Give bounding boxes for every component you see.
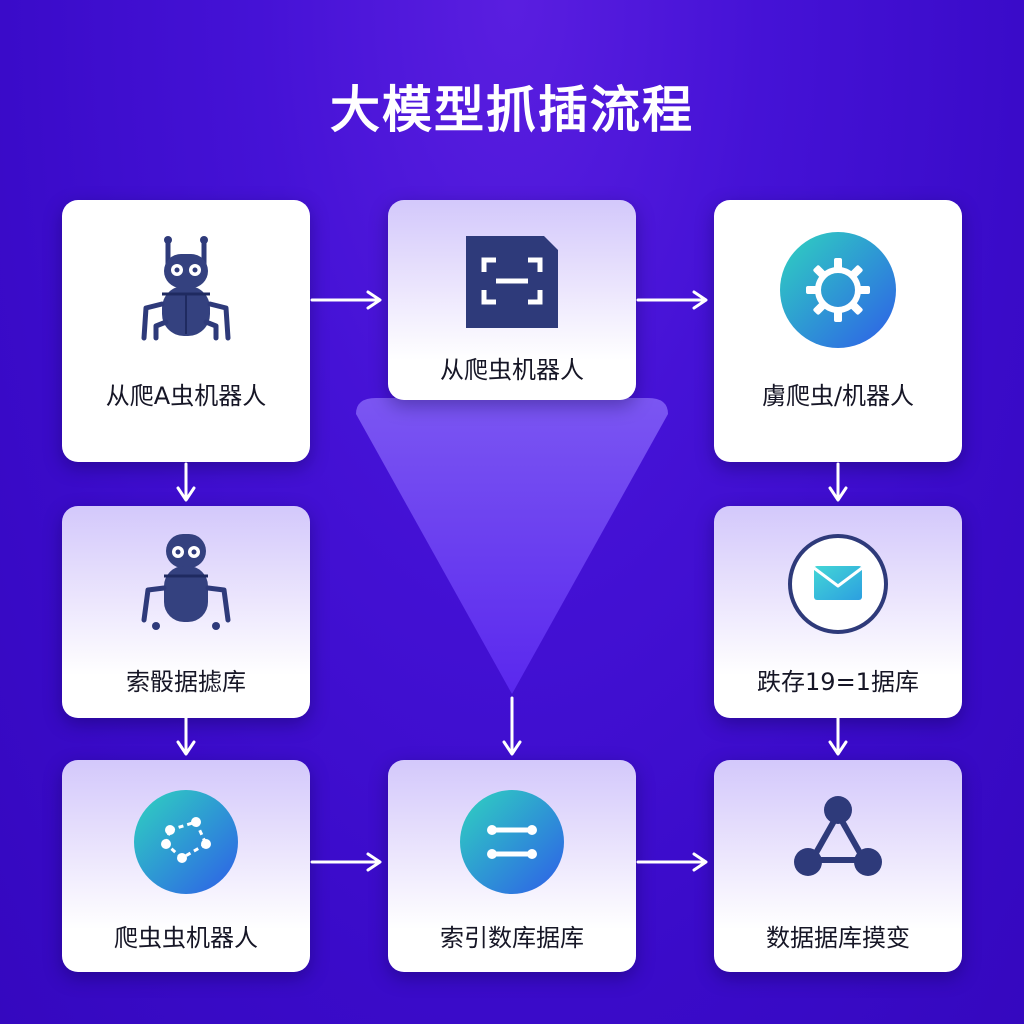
funnel-triangle (356, 398, 668, 694)
step-label: 爬虫虫机器人 (114, 924, 258, 952)
diagram-title: 大模型抓插流程 (330, 81, 694, 139)
step-label: 从爬虫机器人 (440, 356, 584, 384)
step-card-crawler-robot[interactable]: 从爬A虫机器人 (62, 200, 310, 462)
step-label: 虜爬虫/机器人 (761, 382, 915, 410)
step-card-graph[interactable]: 数据据库摸变 (714, 760, 962, 972)
step-label: 跌存19=1据库 (757, 668, 919, 696)
step-label: 从爬A虫机器人 (105, 382, 267, 410)
robot-icon (126, 526, 246, 646)
document-scan-icon (452, 228, 572, 348)
link-bars-icon (452, 782, 572, 902)
step-label: 索引数库据库 (440, 924, 584, 952)
step-card-network[interactable]: 爬虫虫机器人 (62, 760, 310, 972)
step-card-robot-database[interactable]: 索骰据摅库 (62, 506, 310, 718)
step-card-mail[interactable]: 跌存19=1据库 (714, 506, 962, 718)
step-card-document-scan[interactable]: 从爬虫机器人 (388, 200, 636, 400)
step-card-gear[interactable]: 虜爬虫/机器人 (714, 200, 962, 462)
network-nodes-icon (126, 782, 246, 902)
step-label: 索骰据摅库 (126, 668, 246, 696)
step-label: 数据据库摸变 (766, 924, 910, 952)
triangle-graph-icon (778, 782, 898, 902)
step-card-index-database[interactable]: 索引数库据库 (388, 760, 636, 972)
gear-icon (778, 230, 898, 350)
robot-crawler-icon (126, 230, 246, 350)
mail-icon (778, 526, 898, 646)
